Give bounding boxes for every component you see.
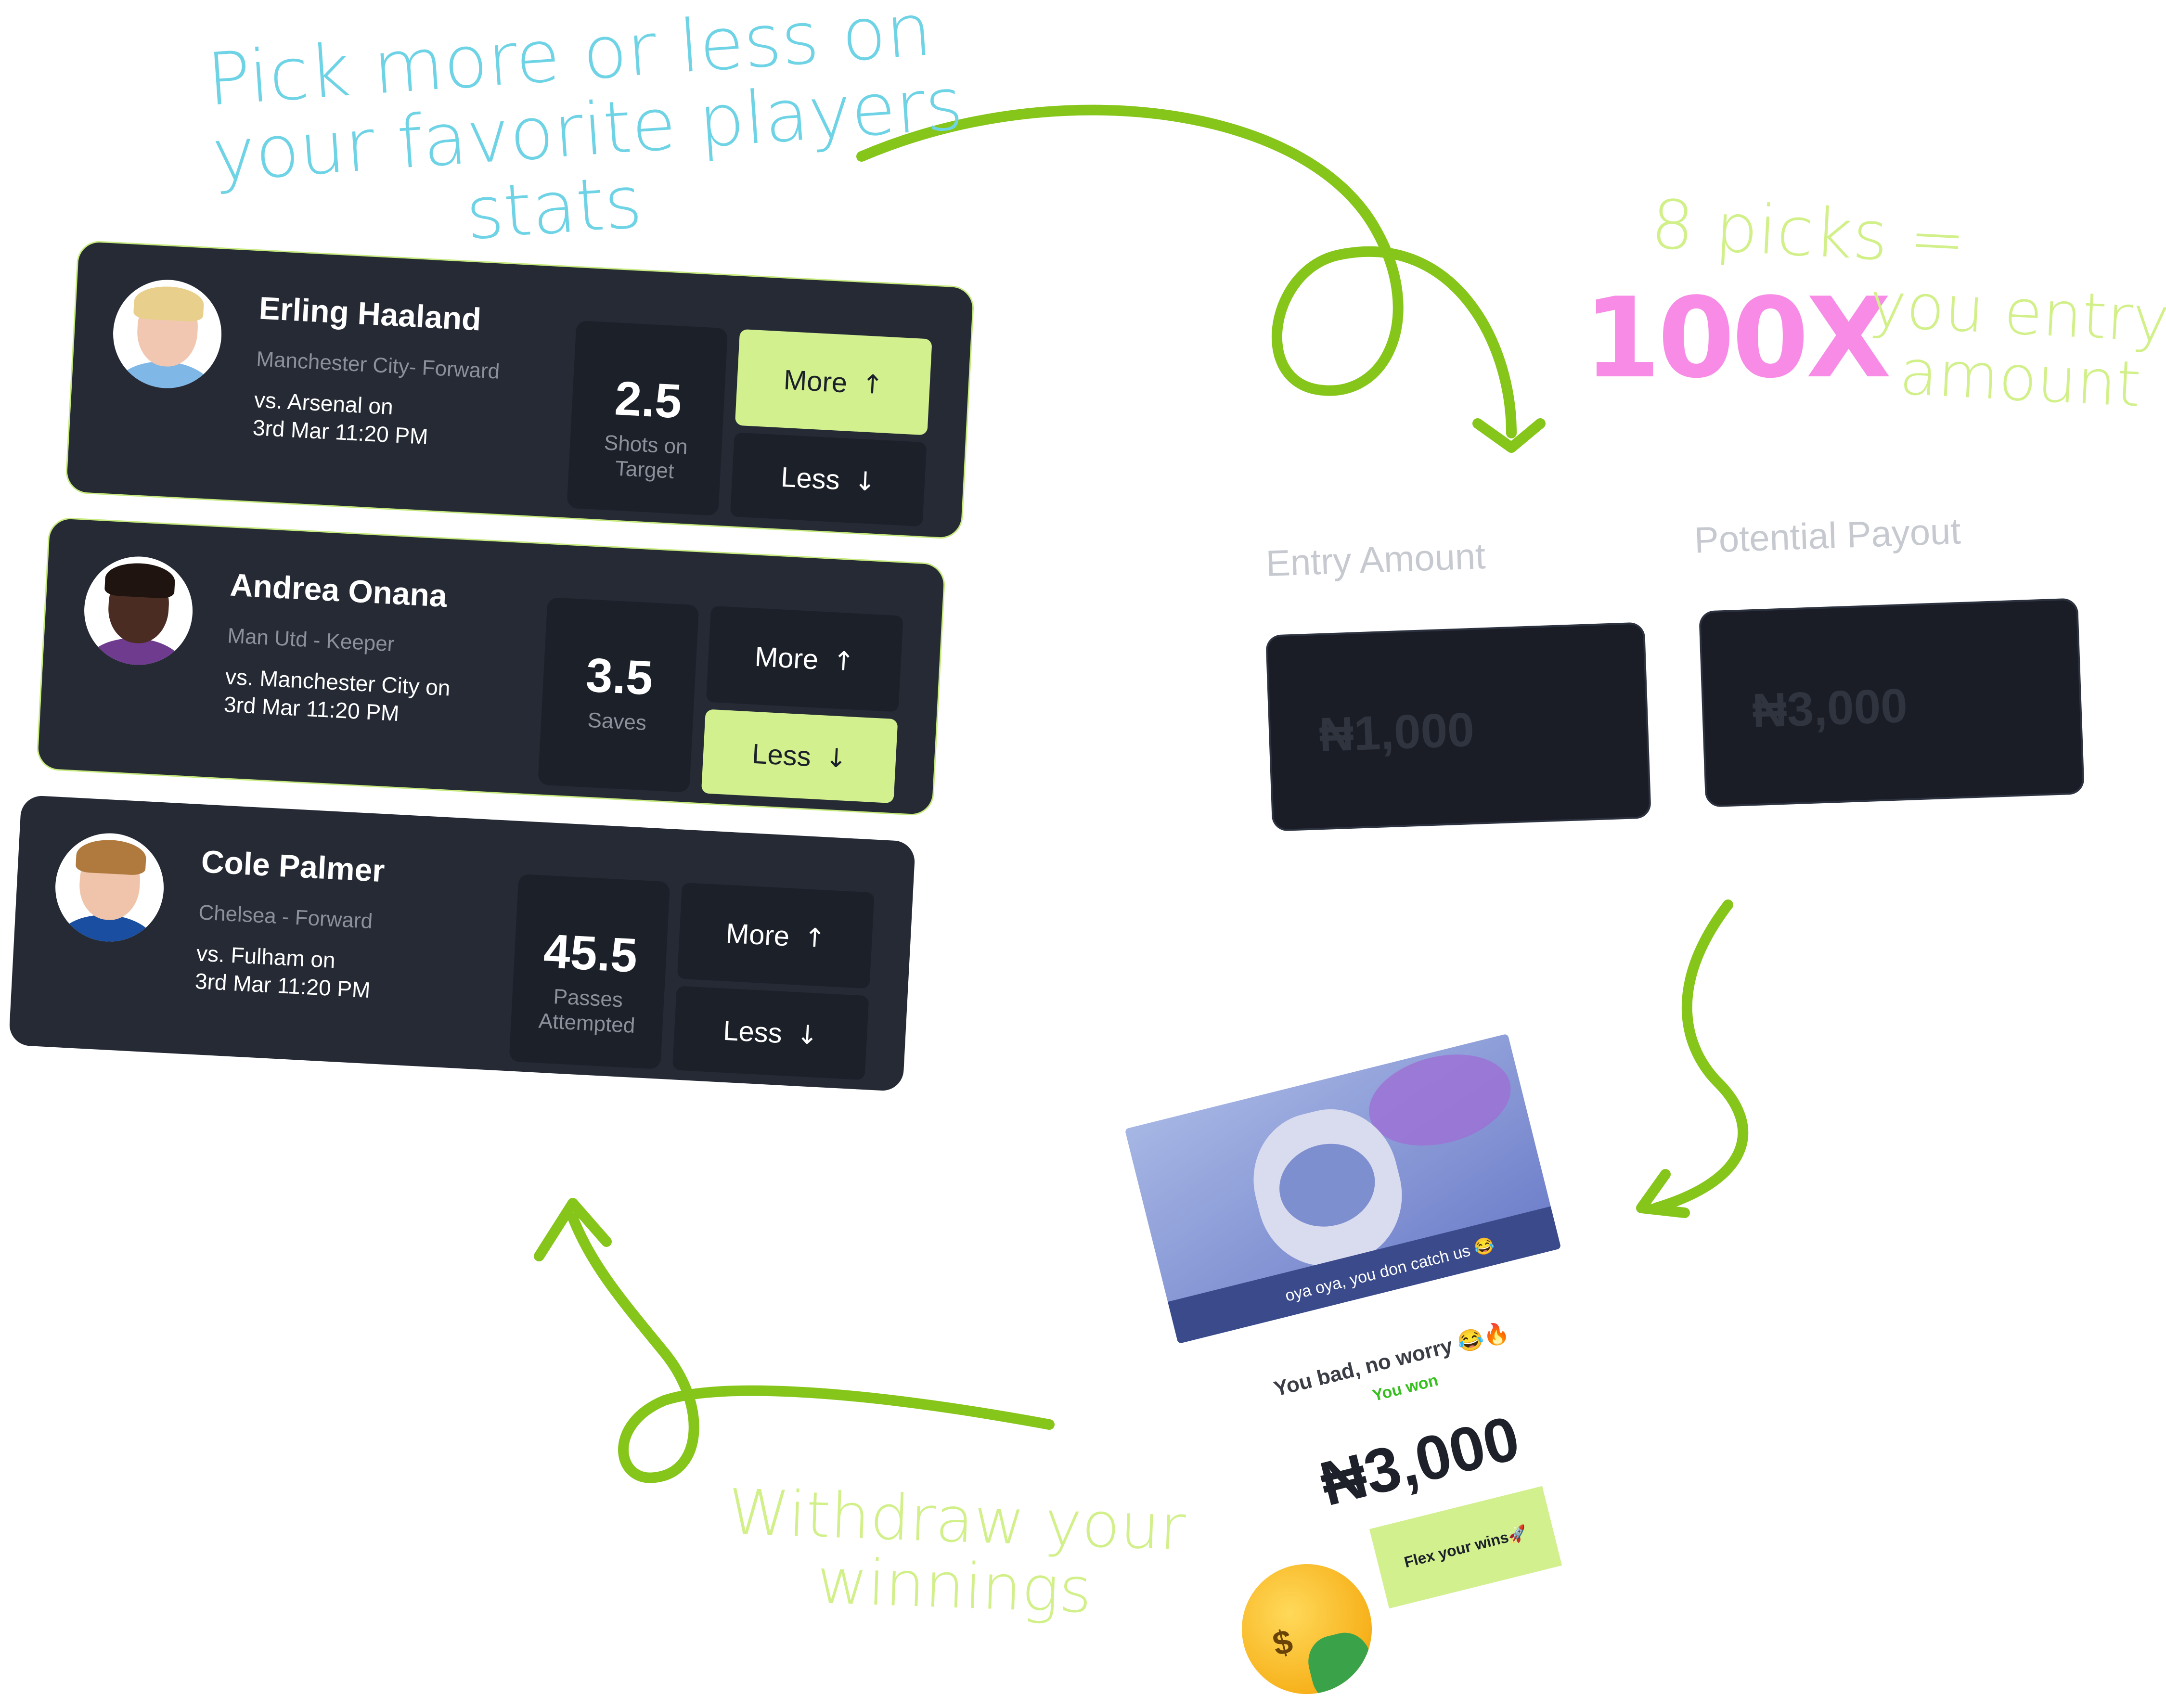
caption-entry-line2: amount — [1897, 335, 2143, 421]
caption-entry: you entry amount — [1864, 268, 2166, 421]
caption-pick: Pick more or less on your favorite playe… — [205, 0, 966, 270]
stat-value: 2.5 — [613, 371, 683, 429]
player-name: Andrea Onana — [229, 566, 448, 614]
arrow-bottom — [567, 1212, 1055, 1483]
match-info: vs. Manchester City on 3rd Mar 11:20 PM — [223, 662, 476, 731]
stat-line: 3.5 Saves — [538, 597, 699, 793]
potential-payout-field: ₦3,000 — [1701, 600, 2083, 806]
less-label: Less — [751, 738, 812, 773]
entry-amount-value: ₦1,000 — [1318, 702, 1475, 762]
avatar — [52, 830, 167, 945]
multiplier-label: 100X — [1584, 274, 1891, 403]
player-name: Erling Haaland — [258, 290, 482, 337]
less-button[interactable]: Less ↓ — [672, 986, 869, 1080]
stat-line: 45.5 Passes Attempted — [509, 873, 670, 1069]
more-label: More — [754, 641, 819, 676]
arrow-bottom-head — [534, 1198, 612, 1261]
arrow-down-icon: ↓ — [825, 742, 848, 774]
stat-value: 3.5 — [584, 648, 655, 706]
stat-label-line1: Saves — [587, 708, 647, 735]
entry-amount-label: Entry Amount — [1265, 536, 1486, 584]
player-name: Cole Palmer — [200, 843, 386, 889]
arrow-down-icon: ↓ — [853, 465, 877, 497]
arrow-right-head — [1636, 1169, 1690, 1218]
entry-amount-field[interactable]: ₦1,000 — [1267, 624, 1650, 830]
less-label: Less — [780, 461, 841, 496]
avatar — [81, 553, 195, 668]
stat-value: 45.5 — [542, 924, 639, 983]
player-team: Man Utd - Keeper — [227, 624, 395, 656]
arrow-up-icon: ↑ — [803, 922, 826, 953]
less-button[interactable]: Less ↓ — [701, 709, 898, 804]
arrow-down-icon: ↓ — [796, 1019, 819, 1051]
player-team: Manchester City- Forward — [256, 347, 501, 384]
potential-payout-value: ₦3,000 — [1751, 678, 1908, 738]
avatar — [110, 277, 224, 391]
arrow-up-icon: ↑ — [861, 368, 884, 400]
match-info: vs. Fulham on 3rd Mar 11:20 PM — [194, 939, 447, 1008]
more-label: More — [783, 364, 848, 399]
player-card-onana: Andrea Onana Man Utd - Keeper vs. Manche… — [37, 518, 945, 815]
caption-withdraw-line1: Withdraw your — [727, 1475, 1187, 1565]
stat-label: Shots on Target — [568, 429, 722, 487]
arrow-up-icon: ↑ — [832, 645, 855, 677]
less-button[interactable]: Less ↓ — [730, 432, 927, 527]
match-info: vs. Arsenal on 3rd Mar 11:20 PM — [252, 385, 505, 454]
more-button[interactable]: More ↑ — [735, 329, 932, 436]
more-button[interactable]: More ↑ — [706, 605, 903, 712]
player-team: Chelsea - Forward — [198, 900, 374, 934]
more-button[interactable]: More ↑ — [677, 882, 875, 989]
stat-label: Saves — [541, 706, 693, 738]
arrow-top — [856, 104, 1517, 438]
stat-label: Passes Attempted — [510, 982, 664, 1040]
flex-wins-label: Flex your wins🚀 — [1402, 1523, 1529, 1571]
less-label: Less — [722, 1015, 783, 1050]
caption-picks-eq: 8 picks = — [1649, 185, 1968, 281]
stat-line: 2.5 Shots on Target — [567, 320, 728, 516]
more-label: More — [725, 917, 790, 952]
arrow-top-head — [1472, 418, 1546, 453]
player-card-palmer: Cole Palmer Chelsea - Forward vs. Fulham… — [8, 795, 916, 1092]
caption-withdraw: Withdraw your winnings — [725, 1475, 1187, 1627]
player-card-haaland: Erling Haaland Manchester City- Forward … — [66, 241, 974, 539]
arrow-right — [1650, 899, 1749, 1213]
